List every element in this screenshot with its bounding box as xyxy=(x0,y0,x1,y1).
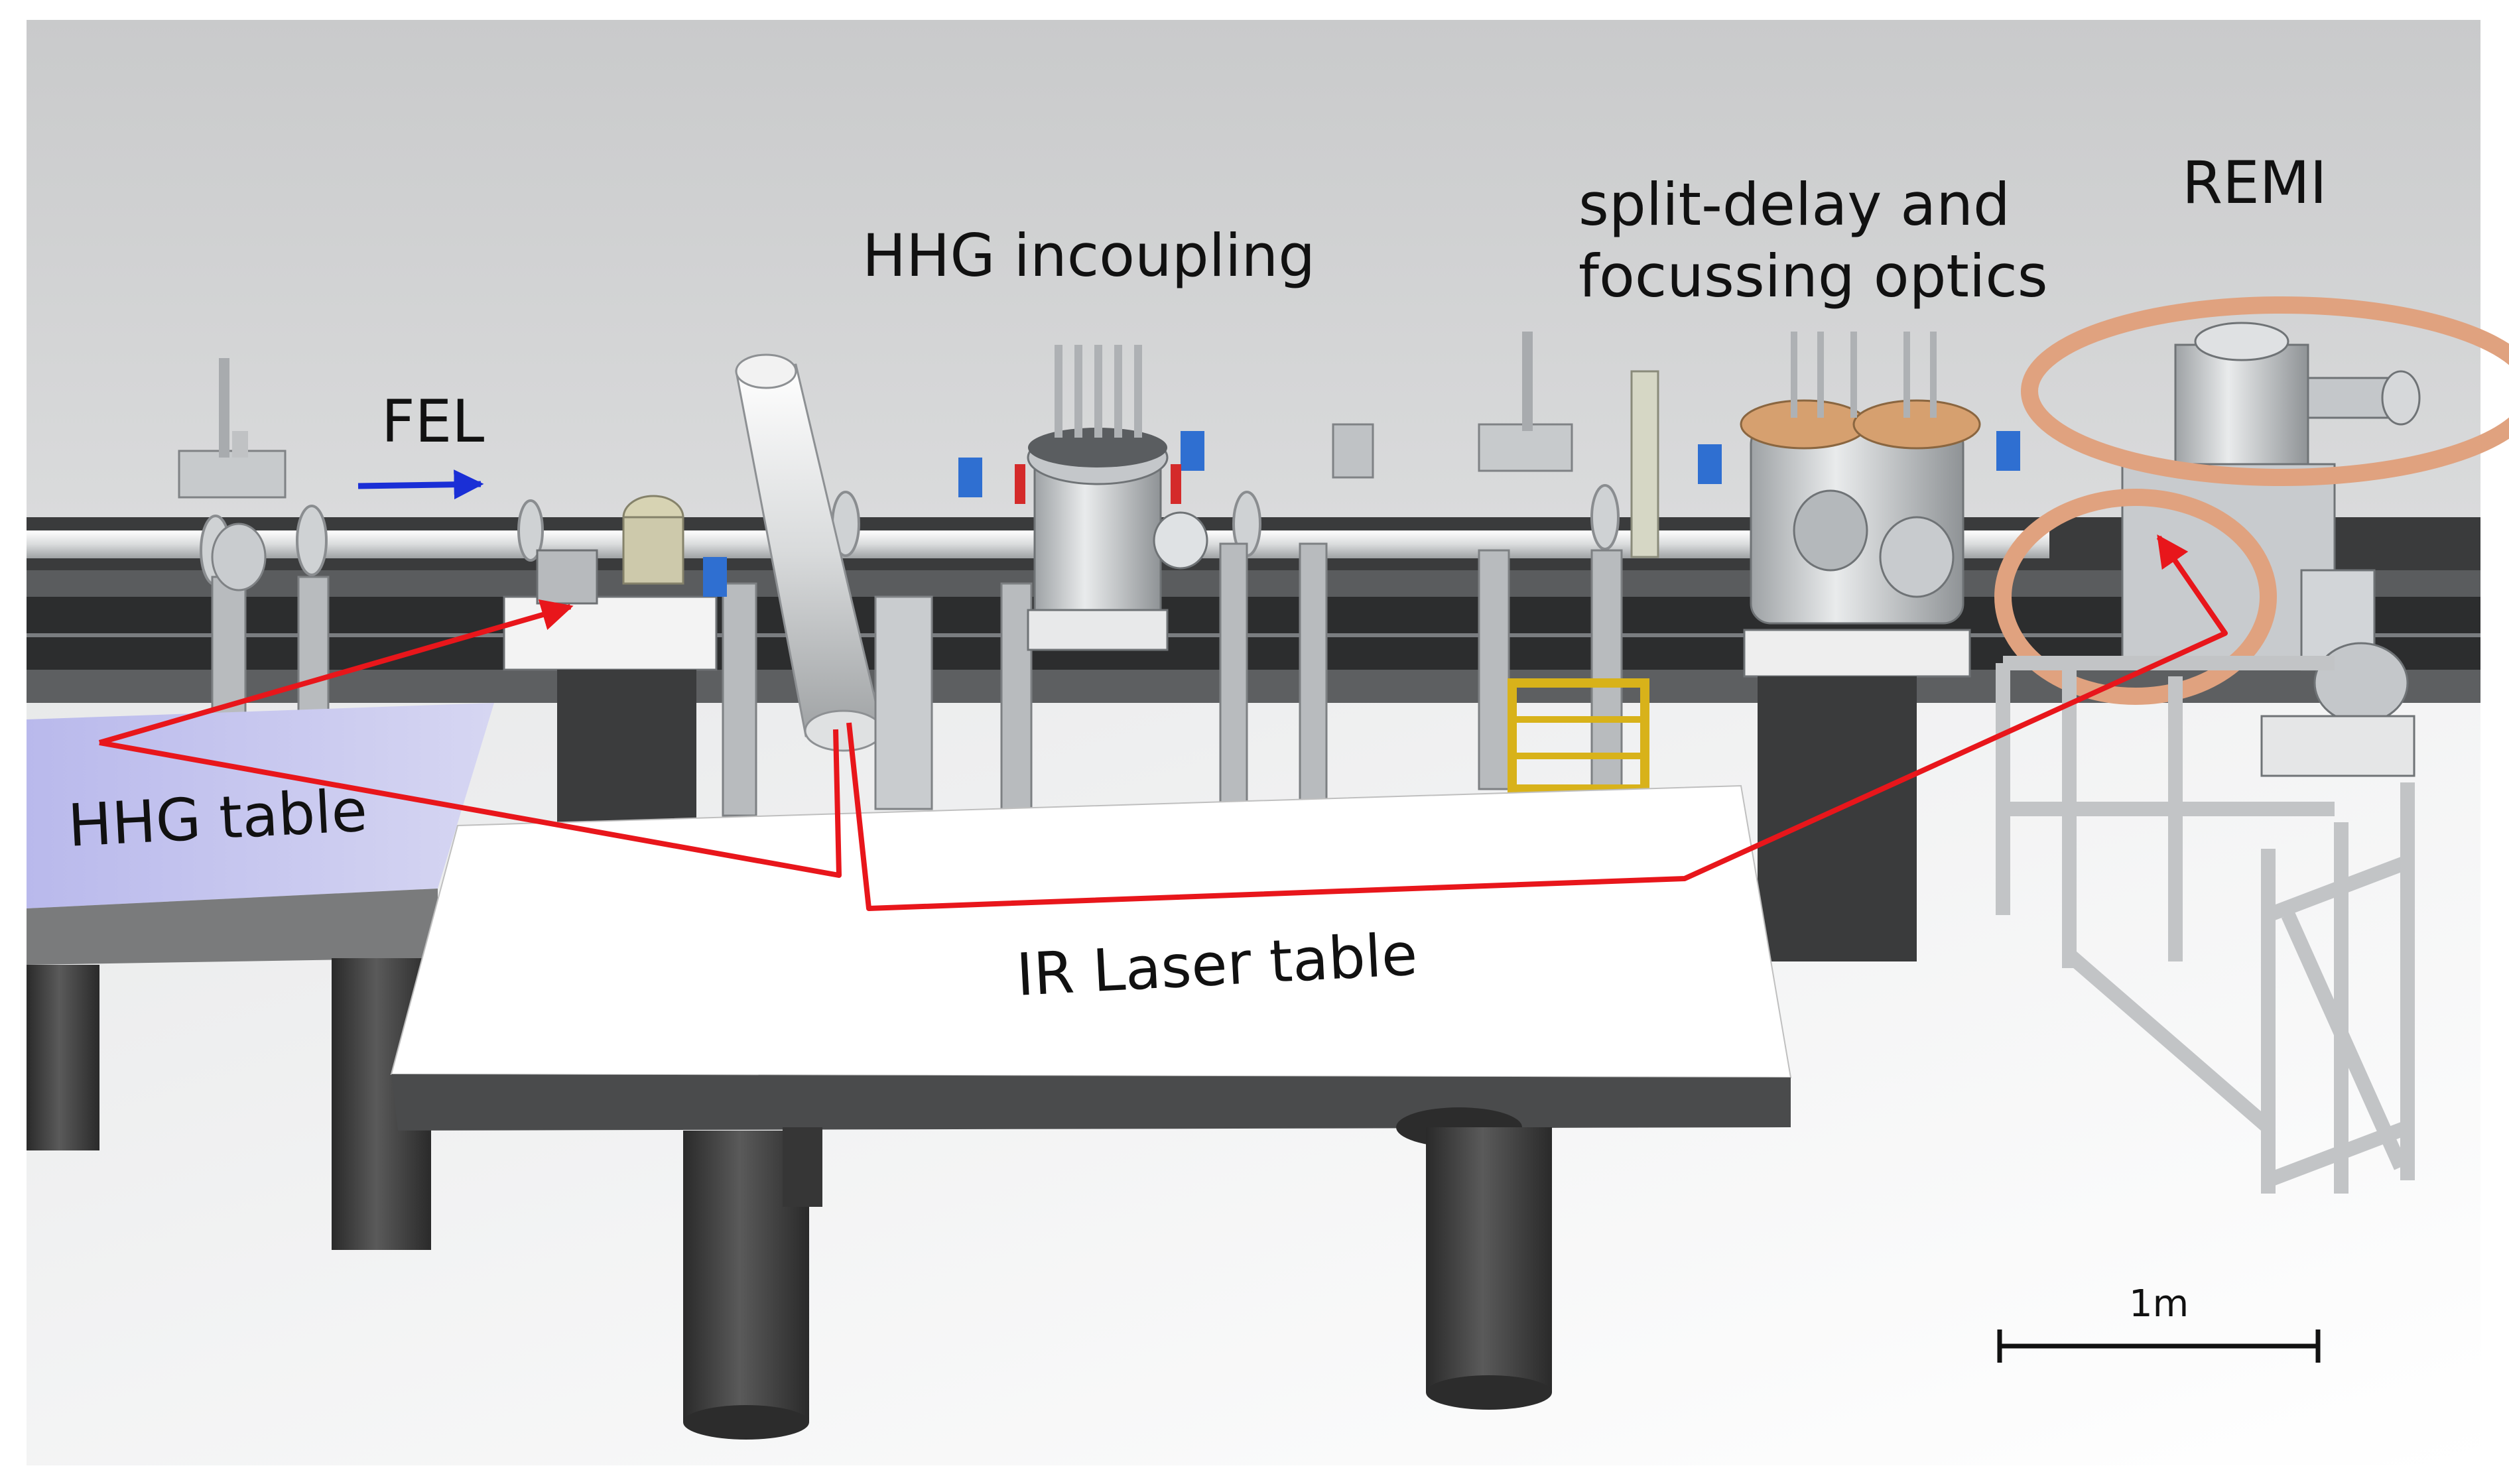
ir-beam-to-hhg xyxy=(99,729,842,878)
remi-spectrometer xyxy=(1994,296,2509,777)
label-hhg-incoupling: HHG incoupling xyxy=(862,221,1316,290)
label-remi: REMI xyxy=(2182,149,2327,217)
arrow-right-icon xyxy=(357,469,484,500)
hhg-beam xyxy=(98,599,574,745)
beamline-components xyxy=(178,332,2020,961)
label-scale-bar: 1m xyxy=(2129,1282,2189,1326)
coil-lower xyxy=(1994,489,2277,705)
scale-bar-icon xyxy=(1997,1329,2321,1363)
hhg-table xyxy=(27,703,494,1250)
label-fel: FEL xyxy=(381,387,485,456)
ir-beam-to-remi xyxy=(846,534,2228,911)
label-split-delay-line1: split-delay and xyxy=(1578,170,2010,239)
label-split-delay-optics: split-delay and focussing optics xyxy=(1578,169,2048,312)
label-split-delay-line2: focussing optics xyxy=(1578,242,2048,310)
laser-beam-path xyxy=(98,534,2228,911)
coil-upper xyxy=(2021,296,2509,486)
remi-frame xyxy=(1996,656,2415,1194)
